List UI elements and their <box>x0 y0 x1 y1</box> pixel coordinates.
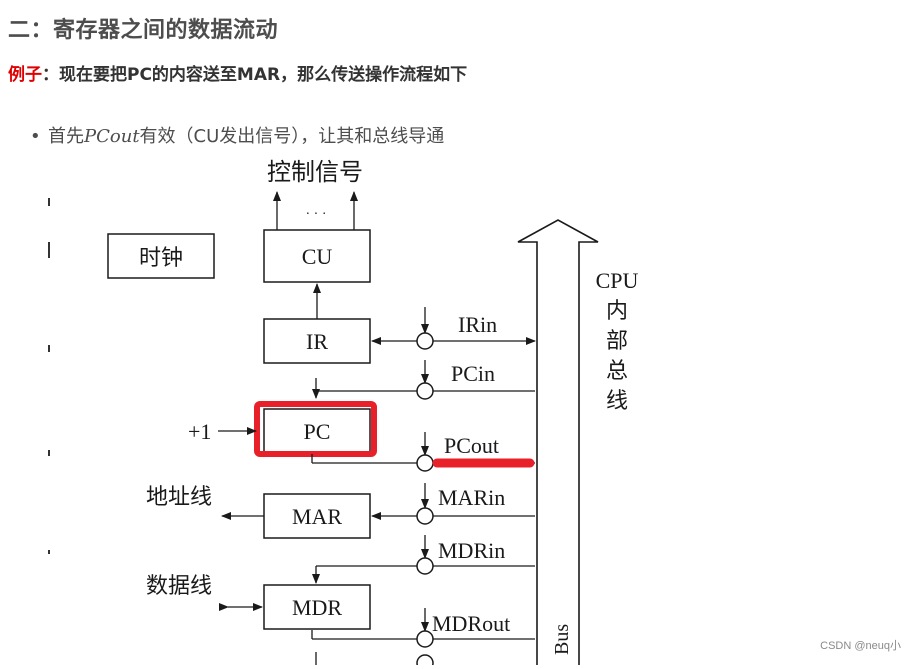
cu-box <box>263 229 371 283</box>
address-line-label: 地址线 <box>146 484 212 509</box>
clock-box <box>107 233 215 279</box>
mdrin-gate <box>416 557 434 575</box>
data-line-label: 数据线 <box>146 573 212 598</box>
pcin-gate <box>416 382 434 400</box>
example-label: 例子 <box>8 65 42 85</box>
marin-label: MARin <box>438 485 505 510</box>
bottom-partial-gate <box>416 654 434 669</box>
bullet-math: PCout <box>84 126 140 147</box>
diagram-svg: 控制信号 · · · 时钟 CU IR IRin PCin PC +1 <box>48 159 639 669</box>
bus-arrow <box>517 219 599 665</box>
pcout-label: PCout <box>444 433 499 458</box>
cpu-bus-label-4: 线 <box>606 388 628 413</box>
mdr-box <box>263 584 371 630</box>
pcout-gate <box>416 454 434 472</box>
irin-label: IRin <box>458 312 497 337</box>
cu-label: CU <box>302 244 333 269</box>
example-text: ：现在要把PC的内容送至MAR，那么传送操作流程如下 <box>42 65 468 85</box>
page-heading: 二：寄存器之间的数据流动 <box>8 18 279 43</box>
plus-one-label: +1 <box>188 419 211 444</box>
mdrout-label: MDRout <box>432 611 510 636</box>
ellipsis-label: · · · <box>306 207 327 222</box>
bullet-after: 有效（CU发出信号），让其和总线导通 <box>139 126 445 147</box>
clock-label: 时钟 <box>139 245 183 270</box>
pcin-label: PCin <box>451 361 495 386</box>
pc-highlight <box>254 401 377 457</box>
bus-label: Bus <box>551 624 573 655</box>
cpu-bus-label-1: 内 <box>606 298 628 323</box>
register-diagram: 控制信号 · · · 时钟 CU IR IRin PCin PC +1 <box>40 150 700 669</box>
mdrin-label: MDRin <box>438 538 505 563</box>
mdr-label: MDR <box>292 595 342 620</box>
example-line: 例子：现在要把PC的内容送至MAR，那么传送操作流程如下 <box>8 60 467 85</box>
cpu-bus-label-3: 总 <box>606 358 628 383</box>
cpu-bus-label-0: CPU <box>596 268 639 293</box>
mdrout-gate <box>416 630 434 648</box>
bullet-dot: • <box>30 126 41 147</box>
bullet-item: • 首先PCout有效（CU发出信号），让其和总线导通 <box>30 122 444 148</box>
marin-gate <box>416 507 434 525</box>
csdn-watermark: CSDN @neuq小 <box>820 640 901 652</box>
ir-label: IR <box>306 329 328 354</box>
mar-label: MAR <box>292 504 342 529</box>
irin-gate <box>416 332 434 350</box>
bullet-before: 首先 <box>48 126 84 147</box>
pc-label: PC <box>304 419 331 444</box>
control-signal-label: 控制信号 <box>267 159 363 186</box>
cpu-bus-label-2: 部 <box>606 328 628 353</box>
